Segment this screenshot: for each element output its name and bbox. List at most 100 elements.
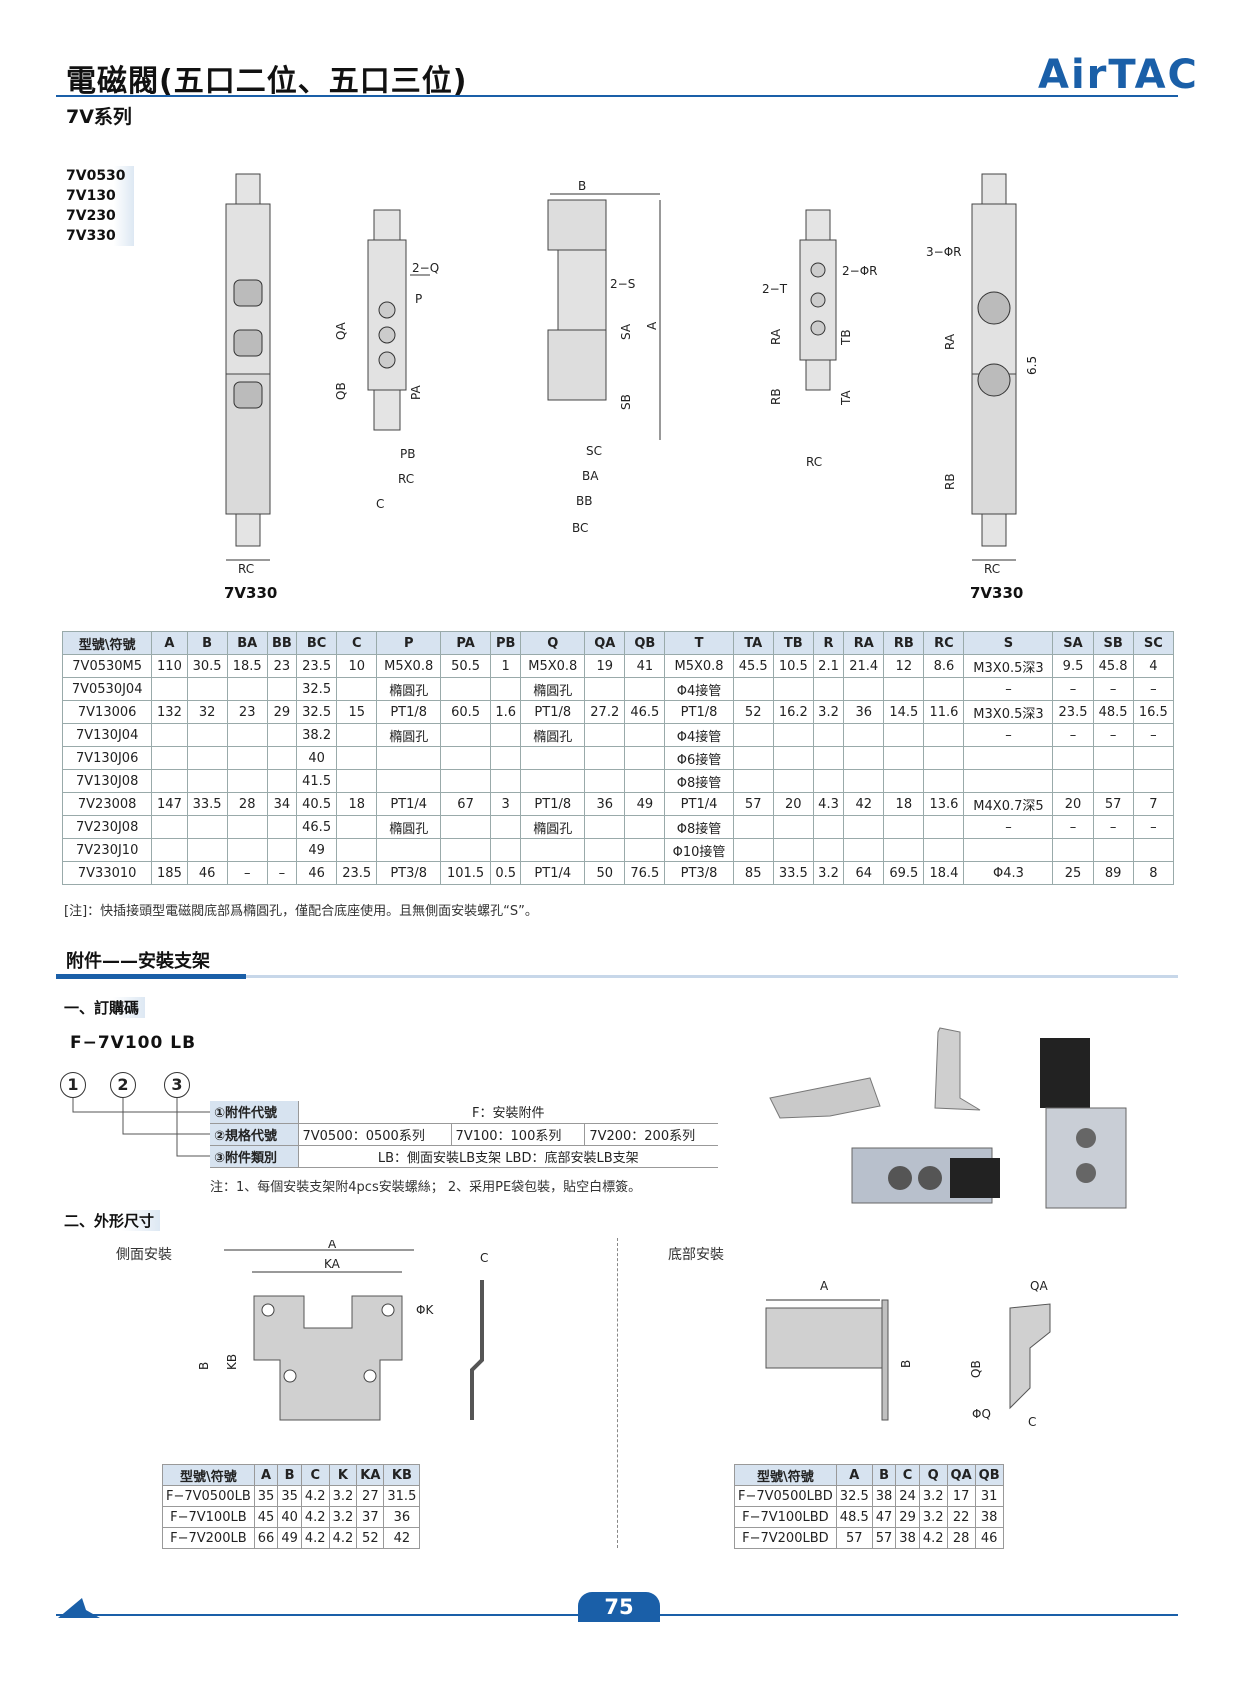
table-cell: [584, 769, 626, 793]
table-header-cell: BC: [296, 631, 338, 655]
table-cell: M3X0.5深3: [963, 654, 1054, 678]
table-cell: 橢圓孔: [520, 815, 586, 839]
svg-text:SC: SC: [586, 444, 602, 458]
table-cell: 4.2: [918, 1527, 948, 1549]
table-cell: 30.5: [186, 654, 228, 678]
table-cell: PT1/8: [520, 700, 586, 724]
model-item: 7V130: [66, 186, 134, 206]
table-header-cell: BA: [226, 631, 268, 655]
table-cell: 20: [772, 792, 814, 816]
table-cell: Φ4接管: [664, 677, 734, 701]
table-cell: [186, 838, 228, 862]
table-header-cell: PA: [440, 631, 491, 655]
table-cell: 1: [489, 654, 522, 678]
table-cell: [732, 677, 774, 701]
svg-text:SA: SA: [619, 323, 633, 340]
table-cell: [772, 769, 814, 793]
table-cell: [843, 815, 885, 839]
table-cell: 36: [383, 1506, 421, 1528]
table-cell: [376, 769, 442, 793]
table-cell: 45.8: [1092, 654, 1134, 678]
table-cell: [883, 769, 925, 793]
svg-text:C: C: [480, 1251, 488, 1265]
table-header-cell: C: [300, 1464, 330, 1486]
table-cell: 橢圓孔: [520, 677, 586, 701]
table-header-cell: KB: [383, 1464, 421, 1486]
footer-logo-icon: [58, 1598, 100, 1618]
table-cell: 46: [186, 861, 228, 885]
rear-view-drawing: 3−ΦR RA RB 6.5 RC: [926, 173, 1039, 576]
table-cell: 85: [732, 861, 774, 885]
table-cell: 36: [843, 700, 885, 724]
table-cell: [624, 746, 666, 770]
table-cell: 18: [883, 792, 925, 816]
table-cell: [376, 838, 442, 862]
table-cell: [883, 677, 925, 701]
table-cell: 32: [186, 700, 228, 724]
table-cell: F−7V0500LB: [162, 1485, 255, 1507]
table-cell: [489, 723, 522, 747]
table-cell: [772, 677, 814, 701]
title-divider: [56, 95, 1178, 97]
table-cell: –: [226, 861, 268, 885]
table-cell: [266, 815, 298, 839]
table-cell: M5X0.8: [664, 654, 734, 678]
table-cell: [266, 838, 298, 862]
table-cell: 7V230J08: [61, 815, 153, 839]
svg-text:QB: QB: [969, 1360, 983, 1378]
table-header-cell: SB: [1092, 631, 1134, 655]
table-cell: [624, 815, 666, 839]
table-cell: [226, 769, 268, 793]
valve-photo: [1040, 1038, 1127, 1209]
table-cell: Φ4.3: [963, 861, 1054, 885]
table-cell: 4: [1132, 654, 1175, 678]
table-cell: [520, 746, 586, 770]
table-cell: 38.2: [296, 723, 338, 747]
table-cell: 33.5: [772, 861, 814, 885]
table-header-cell: SC: [1132, 631, 1175, 655]
table-cell: 22: [946, 1506, 976, 1528]
table-cell: 16.5: [1132, 700, 1175, 724]
svg-text:6.5: 6.5: [1025, 356, 1039, 375]
table-cell: [226, 677, 268, 701]
table-cell: 31: [974, 1485, 1004, 1507]
table-cell: 34: [266, 792, 298, 816]
table-cell: [151, 723, 188, 747]
table-cell: [376, 746, 442, 770]
table-cell: [336, 838, 378, 862]
table-cell: [226, 815, 268, 839]
table-cell: 47: [871, 1506, 897, 1528]
table-cell: 3: [489, 792, 522, 816]
table-cell: 7V23008: [61, 792, 153, 816]
table-header-cell: QA: [946, 1464, 976, 1486]
svg-text:RC: RC: [398, 472, 414, 486]
table-cell: [520, 769, 586, 793]
table-cell: [336, 769, 378, 793]
table-cell: –: [1092, 815, 1134, 839]
table-header-cell: C: [336, 631, 378, 655]
table-header-cell: QA: [584, 631, 626, 655]
table-cell: PT1/4: [664, 792, 734, 816]
table-header-cell: RA: [843, 631, 885, 655]
svg-text:RA: RA: [769, 328, 783, 345]
table-cell: 23.5: [296, 654, 338, 678]
table-cell: 57: [1092, 792, 1134, 816]
table-cell: 10.5: [772, 654, 814, 678]
table-header-cell: 型號\符號: [162, 1464, 255, 1486]
table-cell: 7: [1132, 792, 1175, 816]
svg-text:B: B: [578, 179, 586, 193]
table-cell: [624, 838, 666, 862]
table-cell: 11.6: [923, 700, 965, 724]
table-cell: 49: [277, 1527, 302, 1549]
svg-text:TB: TB: [839, 329, 853, 346]
drawing-caption-right: 7V330: [970, 584, 1024, 602]
model-list: 7V0530 7V130 7V230 7V330: [66, 166, 134, 246]
table-cell: 48.5: [1092, 700, 1134, 724]
table-cell: 29: [895, 1506, 920, 1528]
table-cell: Φ6接管: [664, 746, 734, 770]
table-cell: 52: [732, 700, 774, 724]
